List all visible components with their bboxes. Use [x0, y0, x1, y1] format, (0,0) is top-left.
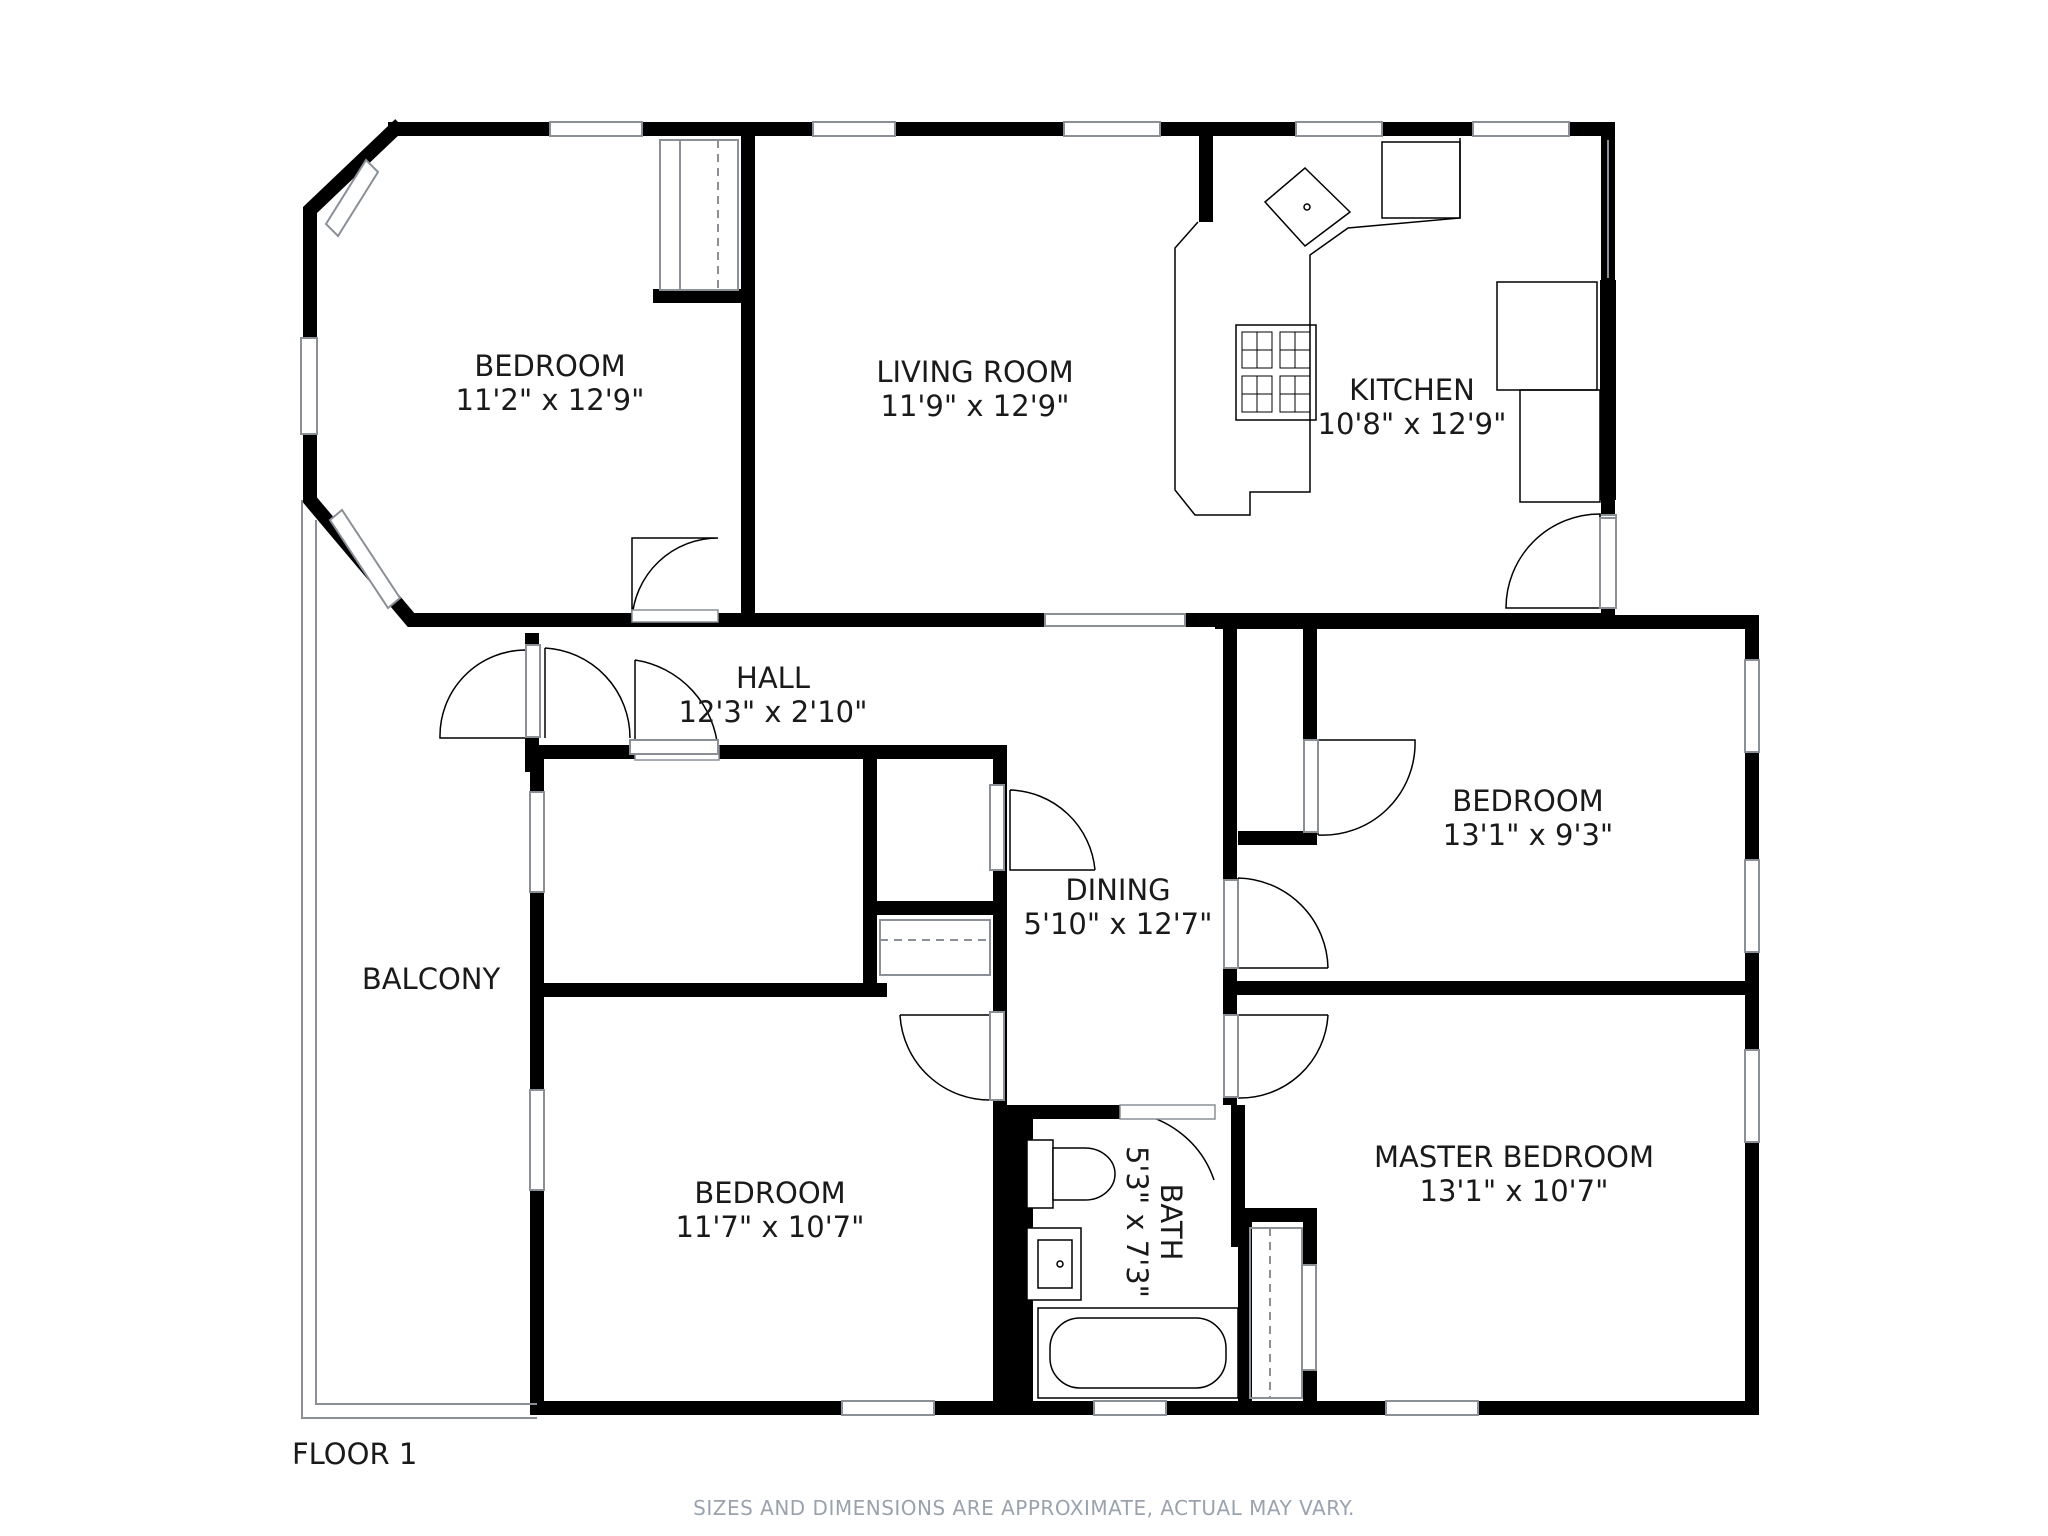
window: [328, 508, 402, 610]
windows: [300, 121, 1760, 1416]
window: [1472, 121, 1570, 137]
room-name: BEDROOM: [694, 1176, 846, 1210]
room-dims: 5'10" x 12'7": [1023, 907, 1213, 941]
room-label-kitchen: KITCHEN 10'8" x 12'9": [1318, 373, 1507, 441]
door-kitchen: [1505, 513, 1601, 609]
room-dims: 13'1" x 9'3": [1442, 818, 1614, 852]
door-bedroom-sw: [899, 1014, 993, 1101]
room-name: BEDROOM: [1452, 784, 1604, 818]
door-jambs: [525, 517, 1617, 1101]
sink-bath-icon: [1026, 1227, 1082, 1301]
wall-nw-outer: [303, 119, 755, 627]
room-label-dining: DINING 5'10" x 12'7": [1024, 873, 1213, 941]
wall-east-top: [1215, 615, 1759, 1415]
window: [1744, 859, 1760, 953]
window: [1063, 121, 1161, 137]
sink-icon: [1263, 166, 1352, 248]
appliance-icon: [1496, 281, 1598, 391]
room-dims: 12'3" x 2'10": [678, 695, 868, 729]
window-hall-opening: [1044, 613, 1186, 627]
wall-closet-e-1: [1238, 623, 1317, 845]
room-dims: 5'3" x 7'3": [1120, 1145, 1154, 1299]
window: [549, 121, 643, 137]
window: [300, 337, 318, 435]
balcony-outline: [301, 500, 537, 1419]
room-dims: 11'7" x 10'7": [675, 1210, 865, 1244]
cabinet-icon: [1519, 389, 1601, 503]
window: [529, 791, 545, 893]
room-label-hall: HALL 12'3" x 2'10": [679, 661, 868, 729]
room-name: MASTER BEDROOM: [1373, 1140, 1655, 1174]
stove-icon: [1235, 324, 1317, 421]
room-label-bedroom-sw: BEDROOM 11'7" x 10'7": [676, 1176, 865, 1244]
window: [1385, 1400, 1479, 1416]
room-name: HALL: [736, 661, 810, 695]
kitchen-counter: [1174, 138, 1461, 516]
window: [1295, 121, 1383, 137]
room-dims: 13'1" x 10'7": [1419, 1174, 1609, 1208]
floor-label: FLOOR 1: [292, 1437, 418, 1471]
room-label-living-room: LIVING ROOM 11'9" x 12'9": [876, 355, 1073, 423]
room-name: BALCONY: [361, 962, 501, 996]
room-label-bedroom-nw: BEDROOM 11'2" x 12'9": [456, 349, 645, 417]
toilet-icon: [1052, 1147, 1116, 1201]
window: [1744, 659, 1760, 753]
door-bedroom-e-closet: [1317, 739, 1416, 836]
window: [324, 158, 380, 238]
closets: [879, 919, 1317, 1399]
door-hall-west-2: [544, 647, 631, 739]
door-hall-west: [439, 649, 527, 739]
wall-kitchen-east-lower: [1600, 280, 1616, 500]
door-bedroom-nw: [631, 537, 719, 621]
bath-fixtures: [1026, 1139, 1239, 1399]
room-label-balcony: BALCONY: [362, 962, 500, 996]
room-name: KITCHEN: [1349, 373, 1475, 407]
window: [1093, 1400, 1167, 1416]
room-label-bath: BATH 5'3" x 7'3": [1120, 1146, 1188, 1298]
closet-nw: [659, 139, 739, 291]
room-dims: 11'9" x 12'9": [880, 389, 1070, 423]
wall-master-closet: [1231, 1208, 1317, 1272]
room-name: DINING: [1065, 873, 1171, 907]
door-closet-dining: [1009, 789, 1096, 871]
window: [841, 1400, 935, 1416]
room-dims: 11'2" x 12'9": [455, 383, 645, 417]
window: [812, 121, 896, 137]
toilet-tank-icon: [1026, 1139, 1054, 1209]
room-name: LIVING ROOM: [876, 355, 1074, 389]
door-master: [1237, 1014, 1329, 1099]
kitchen-fixtures: [1174, 138, 1601, 516]
window: [529, 1089, 545, 1191]
room-label-bedroom-e: BEDROOM 13'1" x 9'3": [1443, 784, 1613, 852]
room-name: BEDROOM: [474, 349, 626, 383]
room-name: BATH: [1154, 1183, 1188, 1261]
fridge-icon: [1381, 141, 1461, 219]
door-bedroom-e: [1237, 877, 1329, 969]
room-label-master-bedroom: MASTER BEDROOM 13'1" x 10'7": [1374, 1140, 1654, 1208]
disclaimer-text: SIZES AND DIMENSIONS ARE APPROXIMATE, AC…: [693, 1496, 1355, 1520]
window: [1744, 1049, 1760, 1143]
room-dims: 10'8" x 12'9": [1317, 407, 1507, 441]
